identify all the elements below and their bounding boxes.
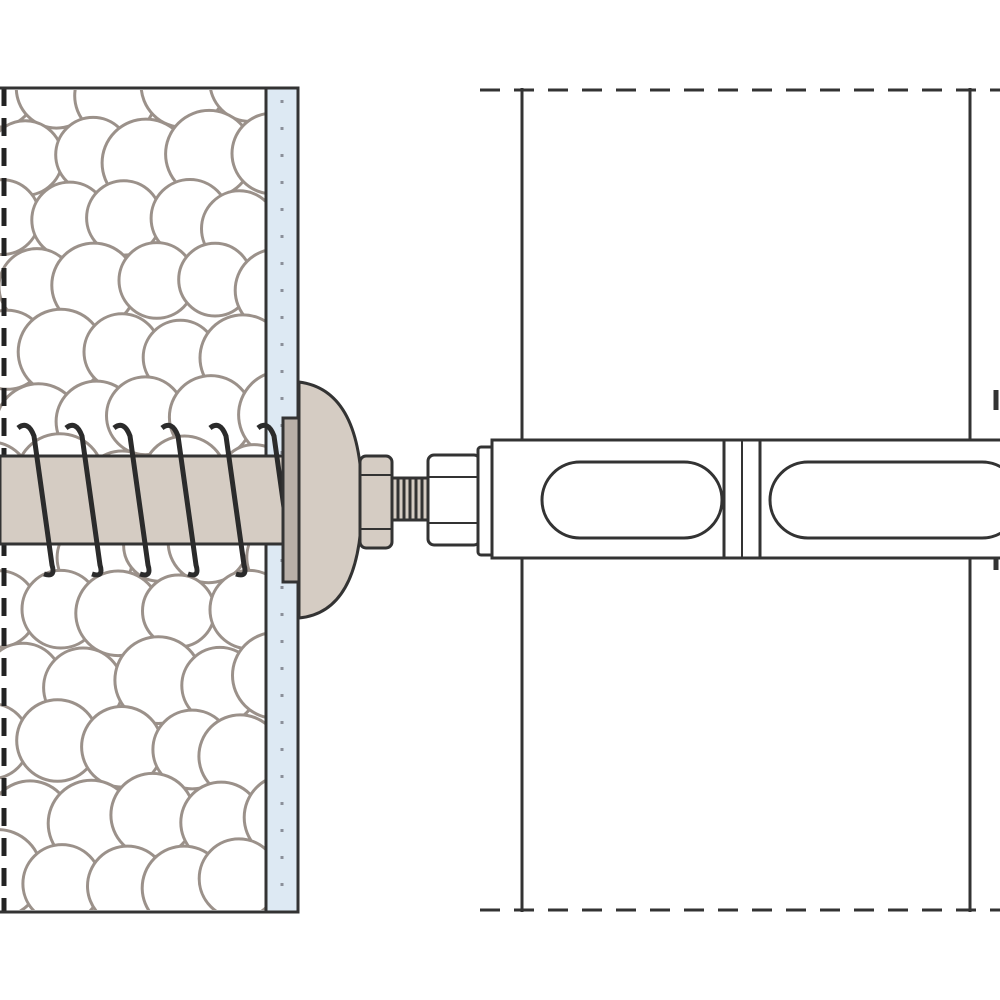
hex-nut <box>358 454 394 550</box>
insulation-bead <box>231 631 266 719</box>
screw-thread <box>16 422 296 578</box>
thread-turn <box>112 422 152 578</box>
insulation-layer <box>0 88 266 912</box>
washer-plate <box>281 416 301 584</box>
sleeve-slot-right <box>768 460 1000 540</box>
thread-turn <box>160 422 200 578</box>
sleeve-slot-left <box>540 460 724 540</box>
insulation-bead <box>237 372 266 457</box>
anchor-sleeve <box>490 438 1000 560</box>
threaded-rod <box>390 476 432 522</box>
insulation-bead <box>230 112 266 195</box>
insulation-bead <box>197 837 266 910</box>
insulation-bead <box>242 778 266 857</box>
thread-turn <box>208 422 248 578</box>
screw <box>0 422 296 578</box>
insulation-bead <box>233 248 266 332</box>
thread-turn <box>64 422 104 578</box>
coupler <box>426 445 496 557</box>
washer-dome <box>297 380 364 620</box>
thread-turn <box>16 422 56 578</box>
